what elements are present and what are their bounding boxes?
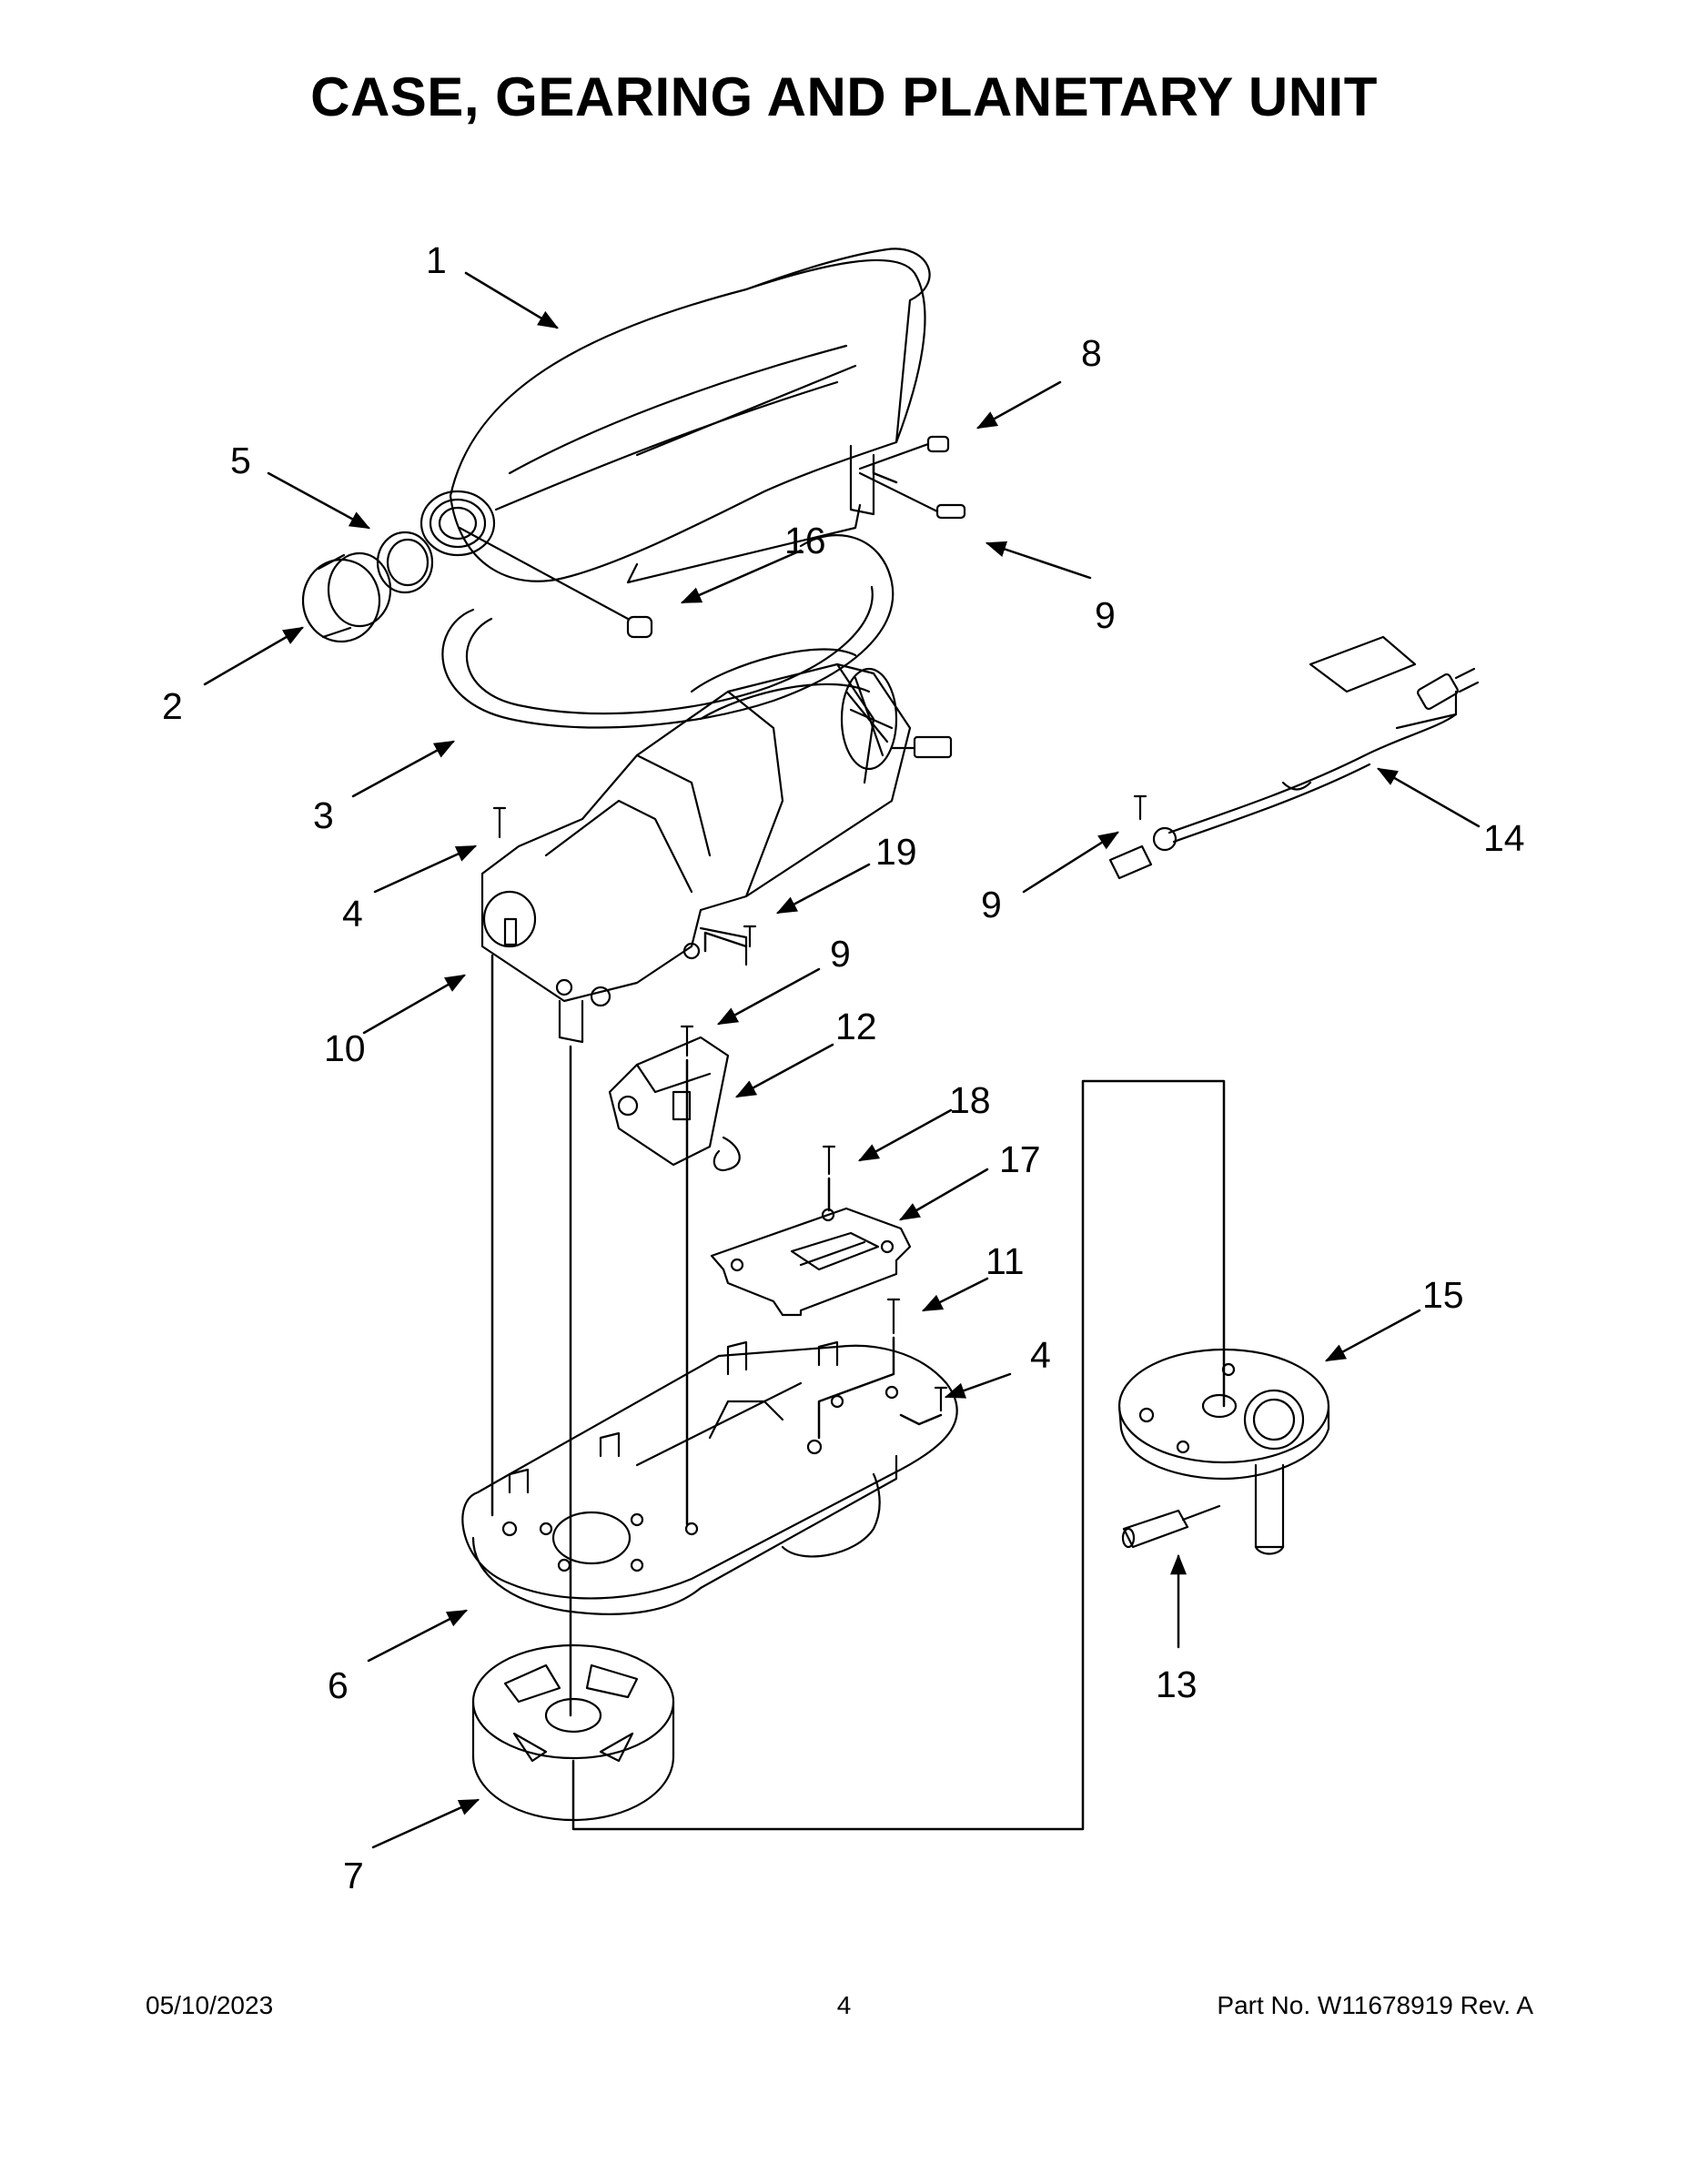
callout-9c: 9 (830, 933, 851, 975)
callout-12: 12 (835, 1006, 877, 1047)
callout-4a: 4 (342, 893, 363, 935)
trim-band-part (441, 534, 895, 729)
pin-part (458, 526, 653, 639)
callout-11: 11 (986, 1240, 1025, 1282)
power-cord-part (1108, 635, 1480, 880)
callout-13: 13 (1156, 1663, 1198, 1705)
callout-16: 16 (784, 520, 826, 561)
callout-18: 18 (949, 1079, 991, 1121)
callout-4b: 4 (1030, 1334, 1051, 1376)
callout-1: 1 (426, 239, 447, 281)
callout-8: 8 (1081, 332, 1102, 374)
footer-date: 05/10/2023 (146, 1991, 274, 2019)
callout-5: 5 (230, 440, 251, 481)
footer-page-number: 4 (836, 1991, 852, 2019)
gear-case-part (461, 1340, 958, 1615)
bottom-plate-part (710, 1207, 912, 1317)
callout-14: 14 (1483, 817, 1525, 859)
motor-gearbox-part (480, 648, 953, 1044)
callout-7: 7 (343, 1855, 364, 1896)
callout-arrows (203, 271, 1481, 1849)
footer-part-number: Part No. W11678919 Rev. A (1217, 1991, 1533, 2019)
callout-9b: 9 (981, 884, 1002, 925)
small-screws (492, 794, 1147, 1412)
assembly-lines (490, 462, 1226, 1831)
pin-part-13 (1121, 1504, 1221, 1549)
callout-labels: 1 8 5 16 9 2 3 14 19 4 9 9 10 12 18 17 1… (162, 239, 1525, 1896)
callout-19: 19 (875, 831, 917, 873)
callout-17: 17 (999, 1138, 1041, 1180)
end-cap-part (301, 551, 392, 643)
rear-screws (858, 435, 966, 520)
callout-6: 6 (328, 1664, 349, 1706)
callout-10: 10 (324, 1027, 366, 1069)
trim-ring-part (376, 531, 434, 594)
callout-15: 15 (1422, 1274, 1464, 1316)
callout-2: 2 (162, 685, 183, 727)
motor-housing-part (419, 248, 931, 584)
control-board-part (608, 1036, 741, 1172)
page-title: CASE, GEARING AND PLANETARY UNIT (310, 66, 1378, 127)
callout-3: 3 (313, 794, 334, 836)
callout-9a: 9 (1095, 594, 1116, 636)
